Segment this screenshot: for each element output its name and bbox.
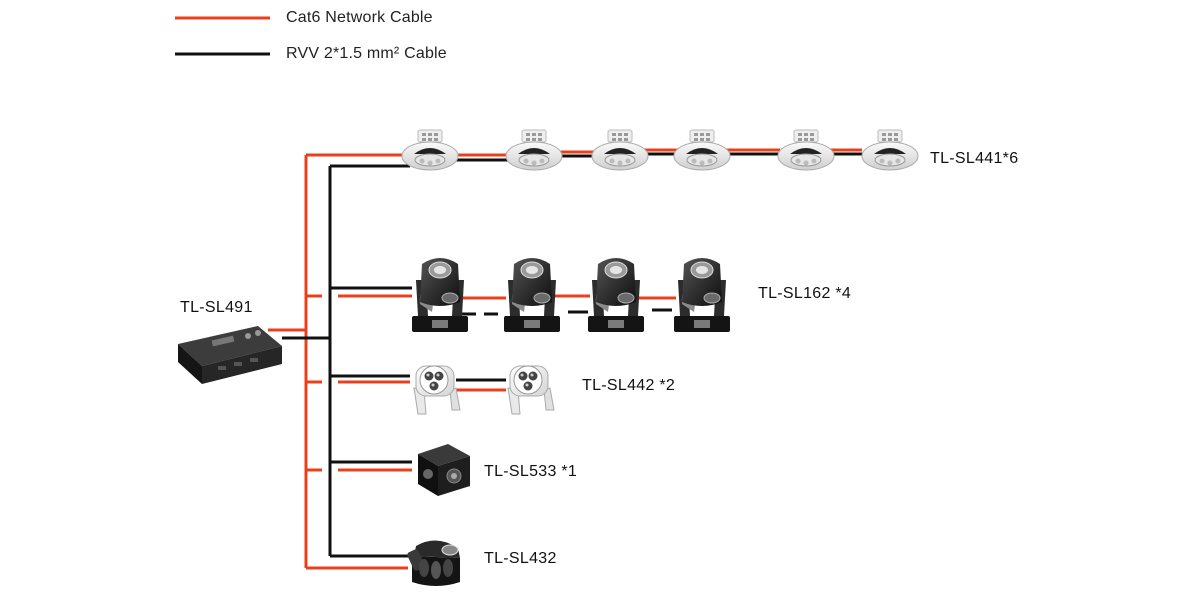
legend-cat6-label: Cat6 Network Cable <box>286 9 433 26</box>
ceiling-downlight-icon <box>777 129 835 171</box>
rvv-cables <box>282 152 862 558</box>
spotlight-icon <box>507 365 555 415</box>
cube-effect-light-icon <box>417 443 471 497</box>
cat6-cables <box>268 148 862 570</box>
group-label-sl442: TL-SL442 *2 <box>582 377 676 394</box>
group-label-sl533: TL-SL533 *1 <box>484 463 578 480</box>
moving-head-icon <box>503 257 561 333</box>
moving-head-icon <box>587 257 645 333</box>
group-label-sl441: TL-SL441*6 <box>930 150 1019 167</box>
group-label-sl432: TL-SL432 <box>484 550 557 567</box>
ceiling-downlight-icon <box>401 129 459 171</box>
controller-label: TL-SL491 <box>180 299 253 316</box>
ceiling-downlight-icon <box>861 129 919 171</box>
ceiling-downlight-icon <box>591 129 649 171</box>
ceiling-downlight-icon <box>673 129 731 171</box>
ceiling-downlight-icon <box>505 129 563 171</box>
moving-head-icon <box>411 257 469 333</box>
moving-head-icon <box>673 257 731 333</box>
group-label-sl162: TL-SL162 *4 <box>758 285 852 302</box>
controller-icon <box>178 326 282 384</box>
spotlight-icon <box>413 365 461 415</box>
legend-rvv-label: RVV 2*1.5 mm² Cable <box>286 45 447 62</box>
derby-light-icon <box>405 539 461 587</box>
